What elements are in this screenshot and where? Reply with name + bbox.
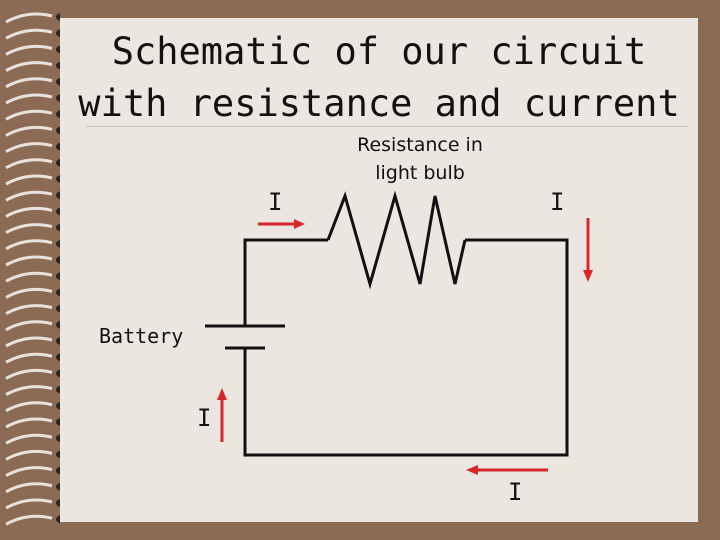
spiral-hole — [56, 191, 60, 199]
spiral-hole — [56, 337, 60, 345]
spiral-binding — [5, 12, 60, 526]
title-line-2: with resistance and current — [78, 82, 680, 125]
spiral-ring — [5, 401, 53, 413]
spiral-hole — [56, 223, 60, 232]
top-wire-right — [243, 238, 569, 457]
spiral-hole — [56, 385, 60, 394]
title-divider — [86, 126, 688, 127]
spiral-hole — [56, 256, 60, 264]
spiral-ring — [5, 206, 53, 218]
spiral-ring — [5, 93, 53, 105]
spiral-ring — [5, 287, 53, 299]
spiral-hole — [56, 207, 60, 216]
current-arrow-left — [217, 388, 227, 442]
current-arrow-top-left — [258, 219, 305, 229]
spiral-ring — [5, 61, 53, 72]
current-arrow-right — [583, 218, 593, 282]
spiral-ring — [5, 239, 53, 251]
spiral-ring — [5, 433, 53, 445]
spiral-ring — [5, 28, 53, 40]
spiral-hole — [56, 45, 60, 54]
resistor-label-line-2: light bulb — [375, 162, 465, 184]
spiral-hole — [56, 450, 60, 459]
spiral-ring — [5, 223, 53, 234]
slide-title: Schematic of our circuit with resistance… — [60, 26, 698, 130]
spiral-ring — [5, 271, 53, 283]
spiral-hole — [56, 110, 60, 118]
spiral-hole — [56, 402, 60, 410]
current-label-top-right: I — [550, 188, 565, 216]
spiral-hole — [56, 159, 60, 167]
spiral-ring — [5, 125, 53, 137]
spiral-ring — [5, 190, 53, 202]
spiral-hole — [56, 369, 60, 378]
spiral-hole — [56, 126, 60, 135]
spiral-ring — [5, 77, 53, 89]
current-label-bottom: I — [508, 478, 523, 506]
spiral-ring — [5, 352, 53, 364]
spiral-hole — [56, 499, 60, 507]
spiral-hole — [56, 466, 60, 475]
spiral-ring — [5, 498, 53, 510]
spiral-ring — [5, 44, 53, 56]
resistor-zigzag — [326, 190, 467, 290]
spiral-ring — [5, 336, 53, 348]
spiral-ring — [5, 255, 53, 267]
spiral-hole — [56, 272, 60, 280]
spiral-ring — [5, 449, 53, 461]
spiral-hole — [56, 483, 60, 491]
spiral-hole — [56, 61, 60, 70]
spiral-hole — [56, 175, 60, 183]
spiral-hole — [56, 94, 60, 102]
spiral-ring — [5, 385, 53, 396]
spiral-ring — [5, 304, 53, 315]
title-line-1: Schematic of our circuit — [111, 30, 647, 73]
spiral-ring — [5, 514, 53, 526]
spiral-ring — [5, 417, 53, 429]
spiral-hole — [56, 418, 60, 426]
spiral-hole — [56, 142, 60, 151]
battery-label: Battery — [99, 324, 184, 348]
spiral-hole — [56, 353, 60, 361]
spiral-hole — [56, 13, 60, 21]
spiral-hole — [56, 29, 60, 37]
spiral-ring — [5, 12, 53, 24]
notebook-spine — [0, 0, 60, 540]
spiral-hole — [56, 240, 60, 248]
spiral-ring — [5, 109, 53, 121]
current-label-left: I — [197, 404, 212, 432]
spiral-hole — [56, 304, 60, 313]
spiral-ring — [5, 368, 53, 380]
spiral-ring — [5, 320, 53, 332]
spiral-hole — [56, 78, 60, 86]
spiral-ring — [5, 158, 53, 170]
spiral-hole — [56, 321, 60, 329]
spiral-hole — [56, 288, 60, 297]
resistor-label: Resistance in light bulb — [330, 131, 510, 187]
spiral-ring — [5, 142, 53, 153]
current-label-top-left: I — [268, 188, 283, 216]
current-arrow-bottom — [466, 465, 548, 475]
resistor-label-line-1: Resistance in — [357, 134, 483, 156]
spiral-hole — [56, 434, 60, 442]
top-wire-left — [243, 238, 328, 326]
spiral-ring — [5, 174, 53, 186]
spiral-ring — [5, 482, 53, 494]
spiral-ring — [5, 466, 53, 477]
spiral-hole — [56, 515, 60, 523]
